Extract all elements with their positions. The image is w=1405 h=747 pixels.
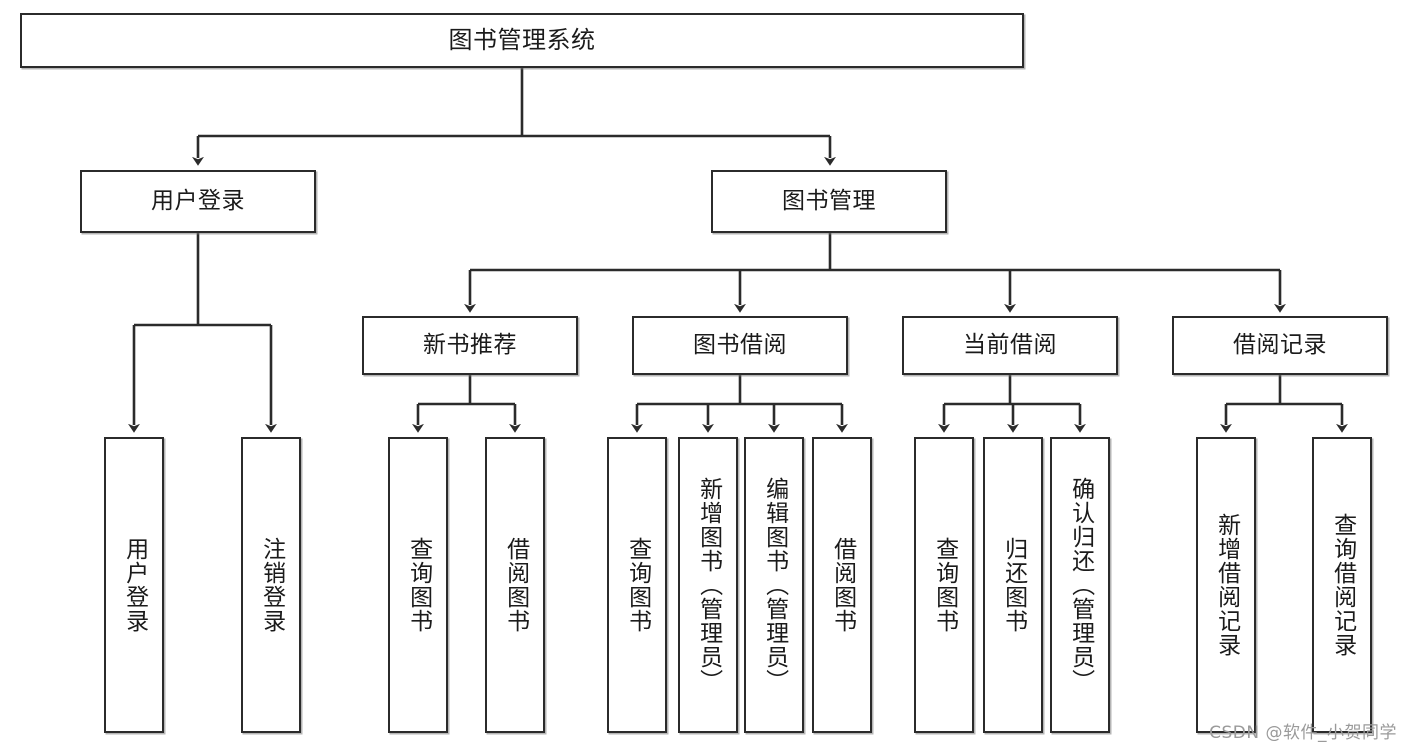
node-book-manage[interactable]: 图书管理 (711, 170, 947, 233)
leaf-return-book[interactable]: 归还图书 (983, 437, 1043, 733)
node-label: 确认归还（管理员） (1067, 477, 1094, 693)
node-label: 查询借阅记录 (1329, 513, 1356, 657)
leaf-borrow-book-1[interactable]: 借阅图书 (485, 437, 545, 733)
node-label: 用户登录 (151, 187, 245, 214)
leaf-borrow-book-2[interactable]: 借阅图书 (812, 437, 872, 733)
node-root-system[interactable]: 图书管理系统 (20, 13, 1024, 68)
node-label: 借阅图书 (502, 537, 529, 633)
leaf-user-login[interactable]: 用户登录 (104, 437, 164, 733)
node-label: 借阅记录 (1233, 331, 1327, 358)
node-label: 用户登录 (121, 537, 148, 633)
node-current-borrow[interactable]: 当前借阅 (902, 316, 1118, 375)
node-label: 图书借阅 (693, 331, 787, 358)
leaf-query-book-1[interactable]: 查询图书 (388, 437, 448, 733)
leaf-query-record[interactable]: 查询借阅记录 (1312, 437, 1372, 733)
node-label: 图书管理系统 (448, 26, 596, 55)
node-label: 新增借阅记录 (1213, 513, 1240, 657)
node-label: 归还图书 (1000, 537, 1027, 633)
node-label: 借阅图书 (829, 537, 856, 633)
node-label: 查询图书 (624, 537, 651, 633)
node-book-borrow[interactable]: 图书借阅 (632, 316, 848, 375)
node-label: 新增图书（管理员） (695, 477, 722, 693)
node-label: 注销登录 (258, 537, 285, 633)
csdn-watermark: CSDN @软件_小贺同学 (1209, 723, 1397, 743)
node-label: 查询图书 (931, 537, 958, 633)
node-label: 编辑图书（管理员） (761, 477, 788, 693)
leaf-query-book-2[interactable]: 查询图书 (607, 437, 667, 733)
leaf-add-book[interactable]: 新增图书（管理员） (678, 437, 738, 733)
node-label: 图书管理 (782, 187, 876, 214)
node-user-login[interactable]: 用户登录 (80, 170, 316, 233)
node-label: 当前借阅 (963, 331, 1057, 358)
leaf-edit-book[interactable]: 编辑图书（管理员） (744, 437, 804, 733)
node-label: 查询图书 (405, 537, 432, 633)
leaf-confirm-return[interactable]: 确认归还（管理员） (1050, 437, 1110, 733)
node-new-book-recommend[interactable]: 新书推荐 (362, 316, 578, 375)
leaf-logout-login[interactable]: 注销登录 (241, 437, 301, 733)
node-borrow-record[interactable]: 借阅记录 (1172, 316, 1388, 375)
leaf-add-record[interactable]: 新增借阅记录 (1196, 437, 1256, 733)
node-label: 新书推荐 (423, 331, 517, 358)
leaf-query-book-3[interactable]: 查询图书 (914, 437, 974, 733)
